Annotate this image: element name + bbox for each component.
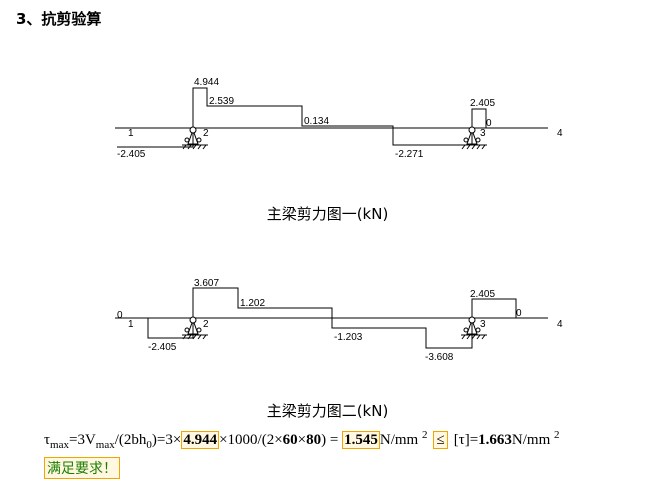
support-2 <box>182 126 208 150</box>
shear-diagram-1: 4.944 2.539 0.134 -2.271 2.405 0 -2.405 … <box>115 77 563 160</box>
value-label: -2.405 <box>117 149 146 160</box>
value-label: -1.203 <box>334 332 363 343</box>
node-label: 2 <box>203 128 209 139</box>
shear-diagram-2: 3.607 1.202 -1.203 -3.608 2.405 0 -2.405… <box>115 278 563 363</box>
shear-stress-formula: τmax=3Vmax/(2bh0)=3×4.944×1000/(2×60×80)… <box>44 429 560 451</box>
node-label: 3 <box>480 319 486 330</box>
value-label: 0 <box>486 118 492 129</box>
value-label: 0 <box>117 310 123 321</box>
support-2 <box>182 316 208 340</box>
value-label: 1.202 <box>240 298 265 309</box>
node-label: 3 <box>480 128 486 139</box>
support-3 <box>461 316 487 340</box>
section-title: 3、抗剪验算 <box>16 10 102 28</box>
value-label: -2.405 <box>148 342 177 353</box>
height-value: 80 <box>306 432 322 448</box>
comparison-operator: ≤ <box>433 431 448 449</box>
node-label: 1 <box>128 128 134 139</box>
width-value: 60 <box>282 432 298 448</box>
value-label: 0.134 <box>304 116 329 127</box>
diagram2-caption: 主梁剪力图二(kN) <box>266 402 389 420</box>
value-label: -2.271 <box>395 149 424 160</box>
value-label: 2.405 <box>470 98 495 109</box>
node-label: 1 <box>128 319 134 330</box>
value-label: 2.405 <box>470 289 495 300</box>
conclusion-text: 满足要求！ <box>44 457 120 479</box>
node-label: 2 <box>203 319 209 330</box>
node-label: 4 <box>557 319 563 330</box>
value-label: -3.608 <box>425 352 454 363</box>
diagram1-caption: 主梁剪力图一(kN) <box>266 205 389 223</box>
shear-value: 4.944 <box>181 431 220 449</box>
value-label: 2.539 <box>209 96 234 107</box>
value-label: 3.607 <box>194 278 219 289</box>
shear-curve <box>117 87 487 148</box>
support-3 <box>461 126 487 150</box>
stress-result: 1.545 <box>342 431 380 449</box>
value-label: 0 <box>516 308 522 319</box>
value-label: 4.944 <box>194 77 219 88</box>
allowable-stress: 1.663 <box>478 432 512 448</box>
shear-curve <box>120 287 517 349</box>
node-label: 4 <box>557 128 563 139</box>
